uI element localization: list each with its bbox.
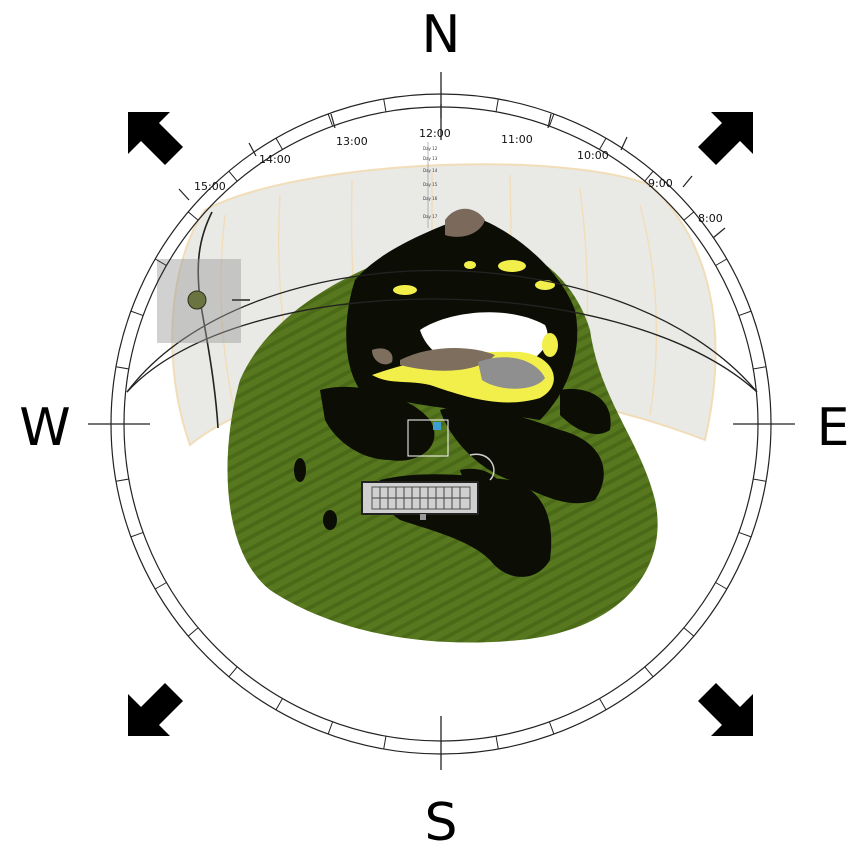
compass-tick xyxy=(383,736,387,750)
bare-ground xyxy=(400,348,495,371)
compass-tick xyxy=(753,366,767,370)
compass-tick xyxy=(644,170,654,182)
hour-label-0800: 8:00 xyxy=(698,212,723,225)
compass-tick xyxy=(327,721,334,735)
compass-tick xyxy=(130,531,144,538)
compass-tick xyxy=(228,170,238,182)
east-label: E xyxy=(817,398,850,458)
sun-path-curves xyxy=(126,269,758,393)
gravel-area xyxy=(478,357,545,389)
footpath xyxy=(469,453,495,481)
water-feature xyxy=(433,422,441,430)
compass-tick xyxy=(548,721,555,735)
svg-text:Day 16: Day 16 xyxy=(423,196,438,201)
svg-text:Day 17: Day 17 xyxy=(423,214,438,219)
hour-label-1000: 10:00 xyxy=(577,149,609,162)
compass-tick xyxy=(738,531,752,538)
compass-tick xyxy=(228,666,238,678)
compass-ticks xyxy=(111,94,771,754)
svg-text:Day 14: Day 14 xyxy=(423,168,438,173)
sun-icon xyxy=(187,290,207,310)
analemma-day-labels: Day 12 Day 13 Day 14 Day 15 Day 16 Day 1… xyxy=(423,142,438,228)
bare-ground-left xyxy=(372,348,393,365)
compass-tick xyxy=(275,698,283,711)
arrow-se-icon xyxy=(698,683,753,736)
plot-outline xyxy=(407,419,449,457)
svg-text:Day 15: Day 15 xyxy=(423,182,438,187)
compass-tick xyxy=(154,582,167,590)
compass-tick xyxy=(275,137,283,150)
north-label: N xyxy=(422,5,461,65)
svg-text:Day 12: Day 12 xyxy=(423,146,438,151)
compass-tick xyxy=(187,627,199,637)
compass-tick xyxy=(599,698,607,711)
compass-tick xyxy=(715,258,728,266)
arrow-nw-icon xyxy=(128,112,183,165)
yellow-highlights xyxy=(393,260,558,357)
compass-tick xyxy=(154,258,167,266)
hour-label-1200: 12:00 xyxy=(419,127,451,140)
compass-tick xyxy=(644,666,654,678)
hour-label-1400: 14:00 xyxy=(259,153,291,166)
compass-tick xyxy=(753,478,767,482)
hour-label-1300: 13:00 xyxy=(336,135,368,148)
hour-label-1500: 15:00 xyxy=(194,180,226,193)
south-label: S xyxy=(424,793,457,846)
compass-tick xyxy=(738,310,752,317)
svg-text:Day 13: Day 13 xyxy=(423,156,438,161)
compass-tick xyxy=(495,98,499,112)
rock-outcrop xyxy=(445,208,485,237)
arrow-ne-icon xyxy=(698,112,753,165)
arrow-sw-icon xyxy=(128,683,183,736)
compass-tick xyxy=(715,582,728,590)
hour-ticks xyxy=(178,104,726,239)
compass-tick xyxy=(115,478,129,482)
compass-tick xyxy=(495,736,499,750)
compass-tick xyxy=(383,98,387,112)
compass-tick xyxy=(683,627,695,637)
compass-tick xyxy=(683,211,695,221)
hour-label-1100: 11:00 xyxy=(501,133,533,146)
compass-tick xyxy=(187,211,199,221)
compass-tick xyxy=(115,366,129,370)
compass-tick xyxy=(130,310,144,317)
compass-tick xyxy=(327,113,334,127)
hour-label-0900: 9:00 xyxy=(648,177,673,190)
compass-tick xyxy=(599,137,607,150)
building xyxy=(361,481,479,520)
compass-tick xyxy=(548,113,555,127)
west-label: W xyxy=(19,398,70,458)
axis-lines xyxy=(88,72,795,770)
